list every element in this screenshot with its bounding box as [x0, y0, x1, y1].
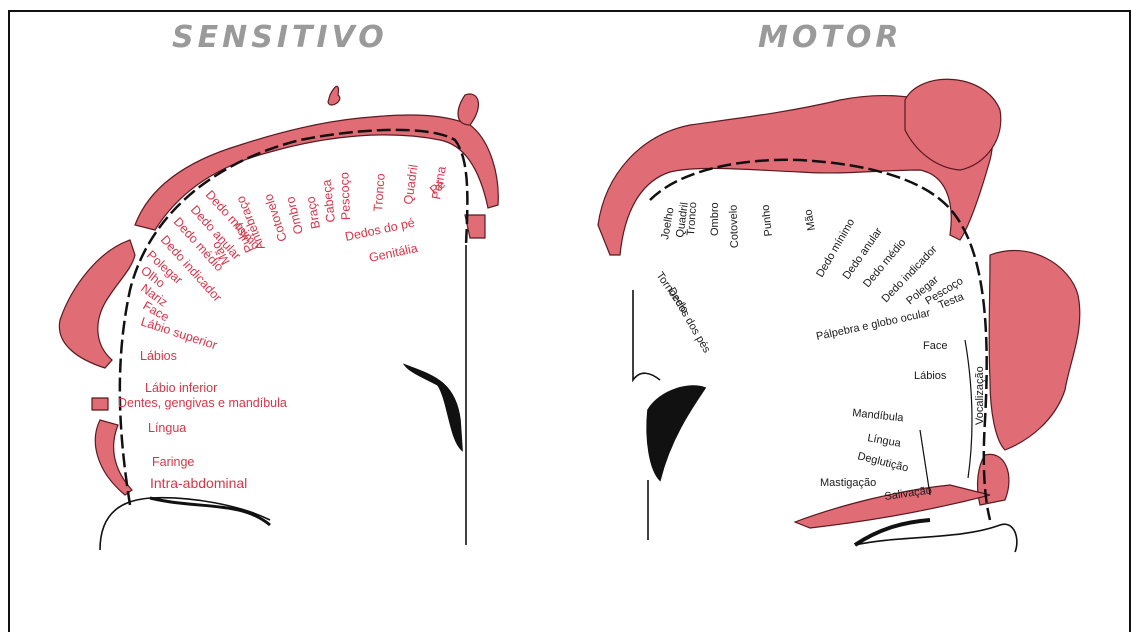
sensory-label-text: Faringe [152, 455, 194, 469]
sensory-label-text: Língua [148, 421, 186, 435]
motor-label-text: Pálpebra e globo ocular [815, 307, 931, 343]
sensory-label-labios: Lábios [140, 349, 177, 363]
sensory-label-text: Braço [303, 195, 322, 230]
sensory-label-intra-abdominal: Intra-abdominal [150, 475, 247, 491]
sensory-label-quadril: Quadril [401, 164, 420, 206]
motor-label-text: Punho [760, 204, 775, 237]
motor-label-text: Mão [802, 208, 818, 231]
sensory-label-text: Pescoço [337, 172, 353, 220]
sensory-label-genitalia: Genitália [368, 241, 419, 265]
motor-label-mandibula: Mandíbula [852, 407, 905, 424]
motor-label-lingua: Língua [866, 432, 902, 450]
motor-label-face: Face [923, 340, 947, 352]
motor-label-ombro: Ombro [709, 202, 721, 236]
motor-label-text: Mandíbula [852, 407, 905, 424]
sensory-label-tronco: Tronco [371, 173, 388, 212]
motor-label-mao: Mão [802, 208, 818, 231]
motor-label-mastigacao: Mastigação [820, 477, 876, 489]
motor-label-text: Vocalização [974, 366, 986, 425]
motor-label-vocalizacao: Vocalização [974, 366, 986, 425]
motor-label-tronco: Tronco [685, 202, 699, 237]
motor-label-labios: Lábios [914, 370, 947, 382]
sensory-label-cabeca: Cabeça [320, 179, 338, 223]
sensory-label-text: Cabeça [320, 179, 338, 223]
motor-label-text: Cotovelo [727, 204, 741, 248]
motor-label-text: Face [923, 340, 947, 352]
motor-label-degluticao: Deglutição [856, 450, 909, 474]
sensory-label-text: Lábios [140, 349, 177, 363]
motor-label-dedos-dos-pes: Dedos dos pés [665, 286, 712, 356]
sensory-label-braco: Braço [303, 195, 322, 230]
sensory-label-text: Lábio inferior [145, 381, 217, 395]
sensory-label-dentes-gengivas-e-mandibula: Dentes, gengivas e mandíbula [118, 396, 287, 410]
motor-label-text: Mastigação [820, 477, 876, 489]
motor-label-text: Tronco [685, 202, 699, 237]
sensory-label-labio-inferior: Lábio inferior [145, 381, 217, 395]
sensory-label-dedos-do-pe: Dedos do pé [344, 215, 416, 243]
sensory-homunculus [59, 86, 498, 495]
motor-label-punho: Punho [760, 204, 775, 237]
motor-label-palpebra-e-globo-ocular: Pálpebra e globo ocular [815, 307, 931, 343]
sensory-label-text: Dentes, gengivas e mandíbula [118, 396, 287, 410]
motor-label-cotovelo: Cotovelo [727, 204, 741, 248]
sensory-label-text: Genitália [368, 241, 419, 265]
motor-label-text: Lábios [914, 370, 947, 382]
sensory-label-lingua: Língua [148, 421, 186, 435]
sensory-label-text: Quadril [401, 164, 420, 206]
sensory-label-text: Tronco [371, 173, 388, 212]
motor-label-text: Deglutição [856, 450, 909, 474]
sensory-label-text: Intra-abdominal [150, 475, 247, 491]
vocalizacao-arc [920, 340, 972, 495]
motor-label-text: Língua [866, 432, 902, 450]
sensory-label-faringe: Faringe [152, 455, 194, 469]
sensory-label-labio-superior: Lábio superior [139, 315, 219, 353]
motor-label-text: Dedos dos pés [665, 286, 712, 356]
sensory-label-text: Dedos do pé [344, 215, 416, 243]
sensory-label-pescoco: Pescoço [337, 172, 353, 220]
sensory-label-text: Lábio superior [139, 315, 219, 353]
motor-label-text: Ombro [709, 202, 721, 236]
motor-homunculus [598, 79, 1080, 528]
